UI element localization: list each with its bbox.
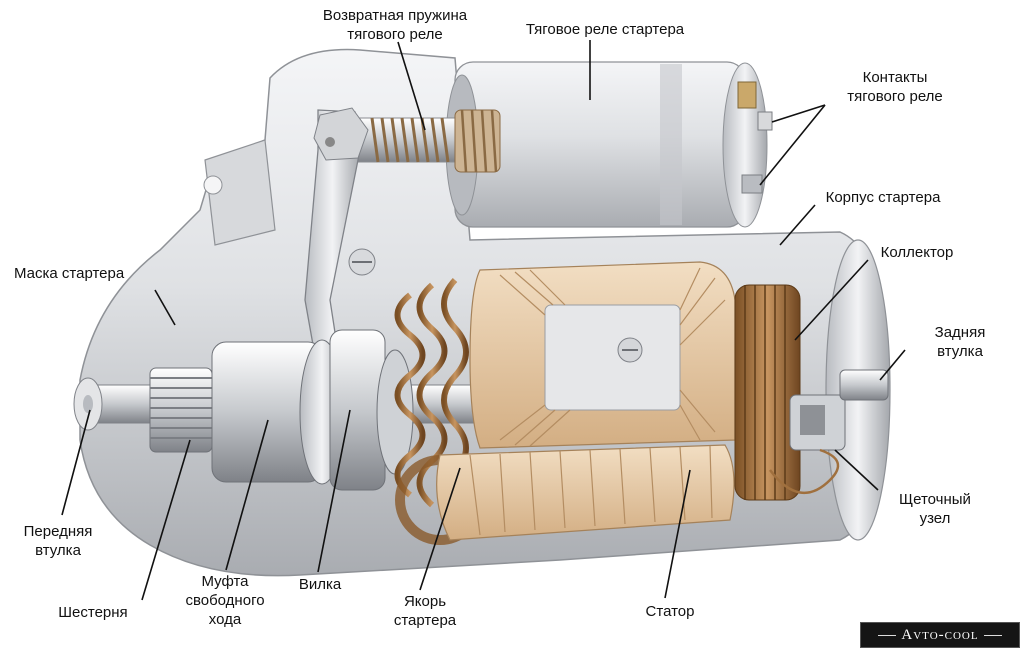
watermark-logo: Avto-cool xyxy=(860,622,1020,648)
leader-front-bushing xyxy=(61,409,91,516)
leader-nose-housing xyxy=(154,289,176,326)
leader-clutch xyxy=(225,419,269,571)
label-commutator: Коллектор xyxy=(880,244,954,261)
leader-contacts-1 xyxy=(771,104,826,123)
label-front-bushing: Передняя втулка xyxy=(23,523,93,559)
freewheel-clutch xyxy=(211,329,414,491)
label-armature: Якорь стартера xyxy=(393,593,457,629)
leader-pinion xyxy=(141,439,191,601)
label-fork: Вилка xyxy=(298,576,342,593)
label-return-spring: Возвратная пружина тягового реле xyxy=(322,7,468,43)
rear-bushing xyxy=(839,369,889,401)
label-brush-unit: Щеточный узел xyxy=(899,491,971,527)
solenoid xyxy=(445,61,768,228)
label-nose-housing: Маска стартера xyxy=(14,265,125,282)
leader-commutator xyxy=(794,259,869,341)
label-pinion: Шестерня xyxy=(58,604,128,621)
leader-return-spring xyxy=(397,41,426,131)
leader-contacts-2 xyxy=(759,104,826,186)
label-solenoid: Тяговое реле стартера xyxy=(525,21,685,38)
pinion-gear xyxy=(149,367,213,453)
label-housing: Корпус стартера xyxy=(825,189,941,206)
leader-armature xyxy=(419,467,461,591)
watermark-text: Avto-cool xyxy=(901,627,979,643)
label-solenoid-contacts: Контакты тягового реле xyxy=(847,69,943,105)
label-rear-bushing: Задняя втулка xyxy=(934,324,986,360)
leader-stator xyxy=(664,469,691,599)
brush-assembly xyxy=(769,394,846,495)
leader-lines xyxy=(61,40,906,601)
leader-rear-bushing xyxy=(879,349,906,381)
stator xyxy=(436,261,736,541)
label-clutch: Муфта свободного хода xyxy=(185,573,265,628)
return-spring xyxy=(339,109,501,173)
leader-fork xyxy=(317,409,351,573)
commutator xyxy=(734,284,801,501)
solenoid-contacts xyxy=(737,81,773,194)
leader-housing xyxy=(779,204,816,246)
label-stator: Статор xyxy=(645,603,695,620)
leader-brush-unit xyxy=(834,449,879,491)
